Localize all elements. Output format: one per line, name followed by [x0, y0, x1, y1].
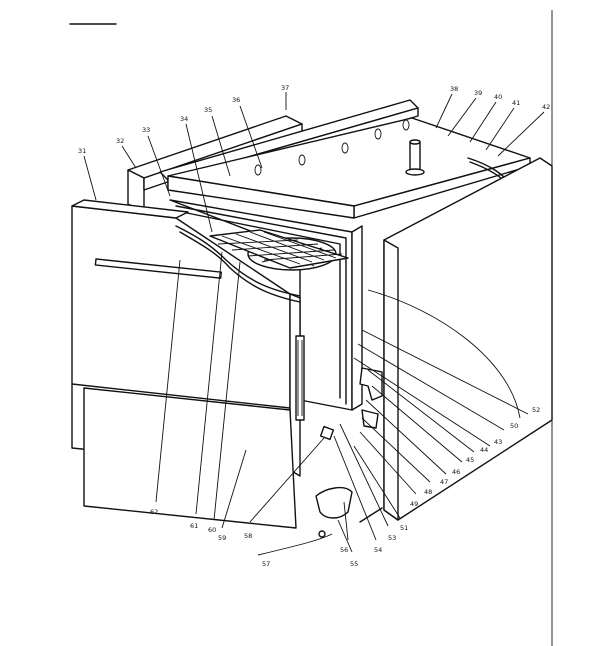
label-59: 59 — [218, 534, 226, 542]
label-31: 31 — [78, 147, 86, 155]
label-38: 38 — [450, 85, 458, 93]
label-62: 62 — [150, 508, 158, 516]
label-60: 60 — [208, 526, 216, 534]
door-glass-edge — [175, 225, 301, 297]
label-57: 57 — [262, 560, 270, 568]
label-53: 53 — [388, 534, 396, 542]
door-top-trim — [71, 199, 189, 219]
label-43: 43 — [494, 438, 502, 446]
door-latch — [315, 367, 383, 538]
label-49: 49 — [410, 500, 418, 508]
hinge-plate — [295, 335, 305, 421]
door-handle — [94, 258, 223, 279]
leader-arc — [367, 289, 521, 419]
oven-rack — [209, 229, 349, 269]
label-42: 42 — [542, 103, 550, 111]
label-56: 56 — [340, 546, 348, 554]
kick-panel — [83, 387, 297, 529]
label-41: 41 — [512, 99, 520, 107]
label-33: 33 — [142, 126, 150, 134]
label-40: 40 — [494, 93, 502, 101]
label-58: 58 — [244, 532, 252, 540]
vent-pipe — [405, 139, 425, 176]
label-54: 54 — [374, 546, 382, 554]
cabinet-top — [167, 117, 531, 219]
leader-lines — [83, 92, 545, 553]
label-55: 55 — [350, 560, 358, 568]
label-39: 39 — [474, 89, 482, 97]
label-34: 34 — [180, 115, 188, 123]
label-35: 35 — [204, 106, 212, 114]
vent-holes — [254, 119, 410, 176]
label-50: 50 — [510, 422, 518, 430]
label-47: 47 — [440, 478, 448, 486]
label-37: 37 — [281, 84, 289, 92]
label-61: 61 — [190, 522, 198, 530]
label-45: 45 — [466, 456, 474, 464]
part-labels: 37 36 35 34 33 32 31 38 39 40 41 42 52 5… — [78, 84, 550, 568]
label-36: 36 — [232, 96, 240, 104]
label-48: 48 — [424, 488, 432, 496]
label-32: 32 — [116, 137, 124, 145]
door-glass-edge-2 — [179, 231, 301, 303]
right-side-panel — [383, 157, 553, 521]
label-52: 52 — [532, 406, 540, 414]
label-44: 44 — [480, 446, 488, 454]
label-51: 51 — [400, 524, 408, 532]
label-46: 46 — [452, 468, 460, 476]
leader-arc-2 — [257, 533, 333, 556]
